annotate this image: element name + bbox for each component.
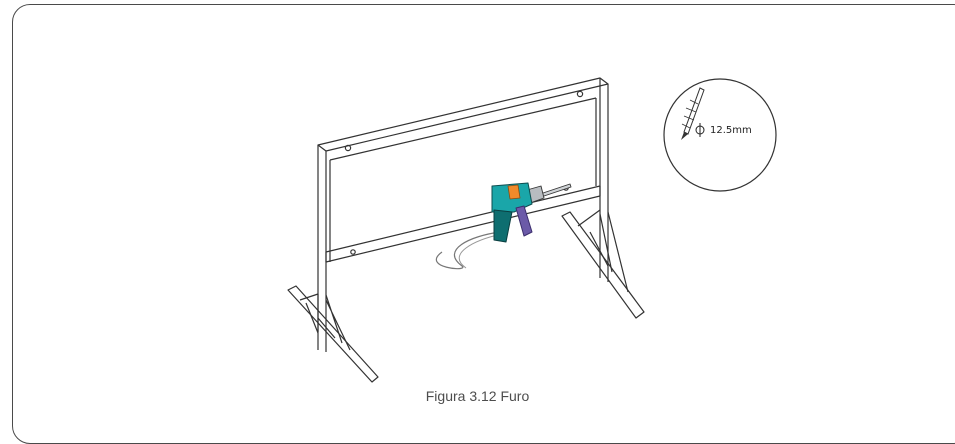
drill-icon — [435, 182, 572, 270]
top-beam — [317, 77, 609, 152]
left-brace-2 — [325, 294, 351, 351]
frame-structure — [287, 77, 645, 383]
hole — [344, 144, 352, 152]
hole — [576, 90, 584, 98]
drill-bit-icon — [681, 87, 705, 140]
diameter-label: 12.5mm — [695, 123, 752, 137]
right-foot — [561, 211, 645, 319]
hole — [350, 249, 356, 255]
right-brace — [577, 209, 629, 293]
top-beam-inner — [329, 97, 597, 161]
figure-caption: Figura 3.12 Furo — [425, 388, 530, 404]
left-brace — [299, 293, 336, 339]
diameter-value: 12.5mm — [710, 125, 752, 136]
detail-circle — [663, 78, 777, 192]
drill-bit-detail: 12.5mm — [663, 78, 777, 192]
left-foot — [287, 285, 379, 383]
right-post — [595, 78, 609, 282]
